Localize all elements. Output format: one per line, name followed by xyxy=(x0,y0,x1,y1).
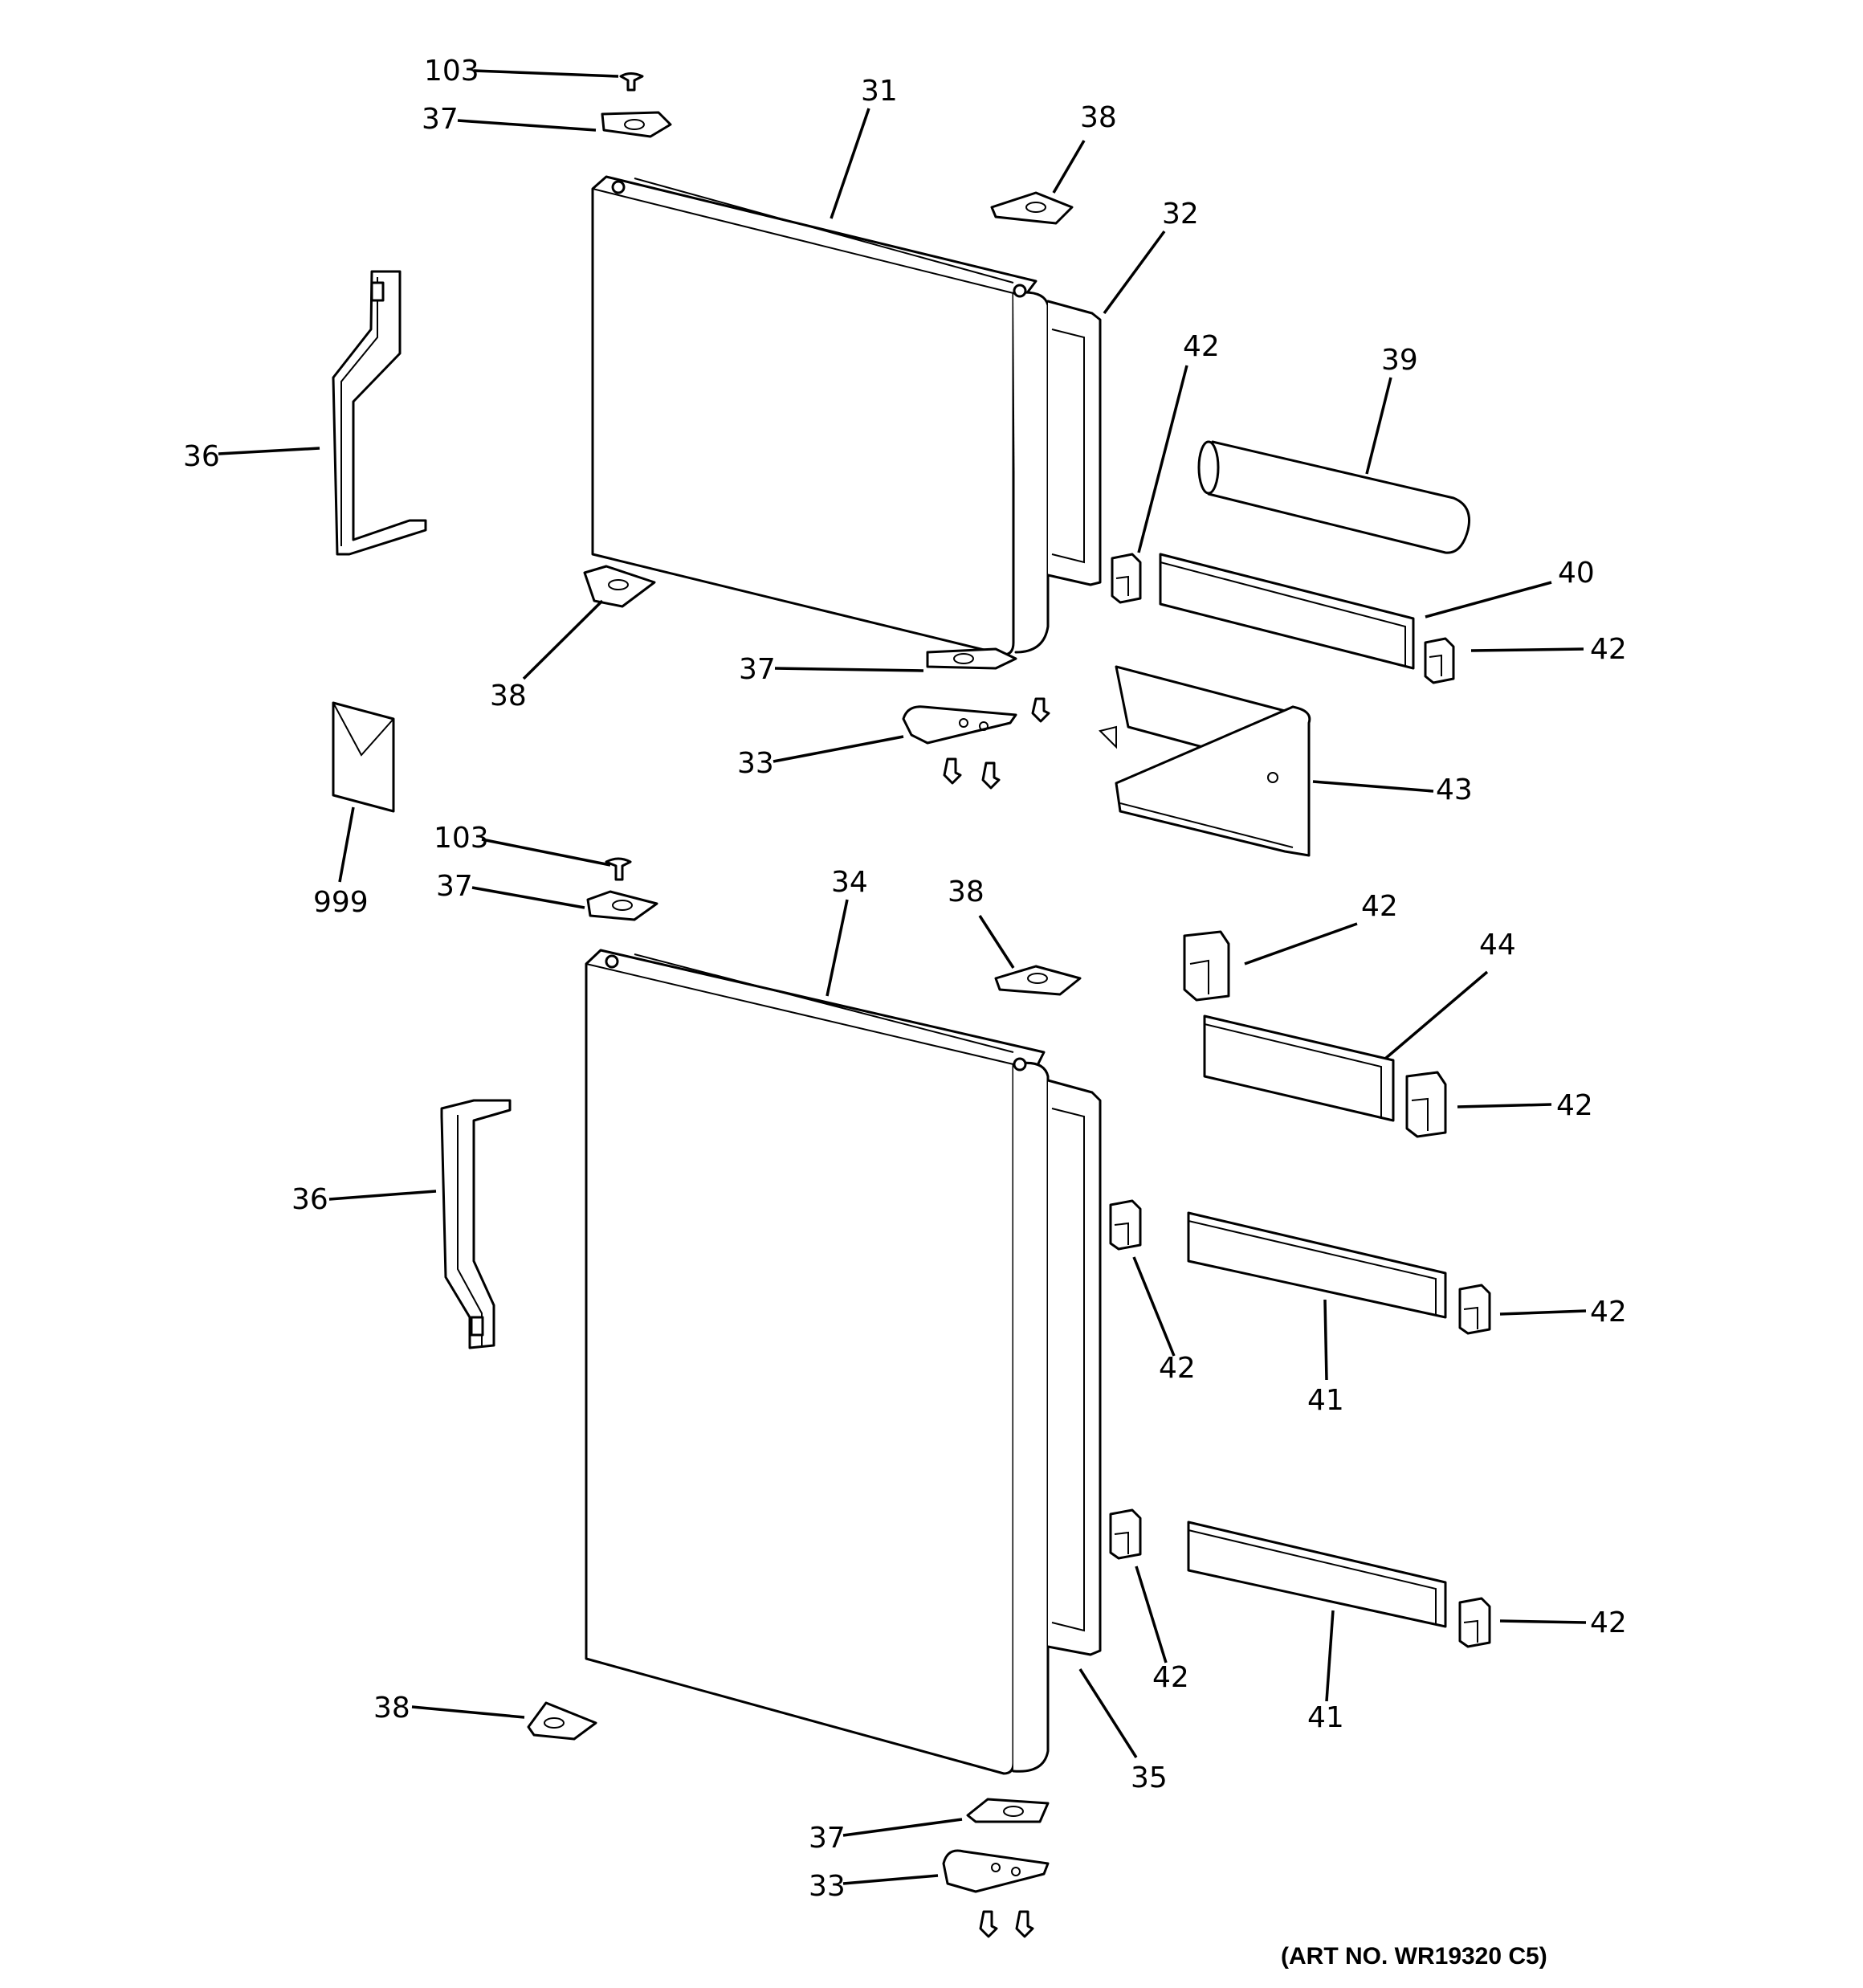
shelf-support-freezer-left xyxy=(1111,553,1142,604)
callout-42: 42 xyxy=(1556,1089,1593,1122)
callout-44: 44 xyxy=(1479,929,1516,961)
hinge-screws-bottom xyxy=(979,1910,1034,1938)
callout-42: 42 xyxy=(1590,633,1627,666)
callout-42: 42 xyxy=(1361,890,1398,923)
fresh-food-door-handle xyxy=(440,1099,512,1349)
leader-lines xyxy=(218,69,1587,1885)
callout-37: 37 xyxy=(422,103,459,136)
callout-42: 42 xyxy=(1590,1606,1627,1639)
shelf-support-44-left xyxy=(1183,930,1230,1002)
bottom-hinge xyxy=(942,1849,1050,1893)
callout-38: 38 xyxy=(1080,101,1117,134)
shelf-support-41-upper-left xyxy=(1109,1199,1142,1251)
callout-32: 32 xyxy=(1162,198,1199,231)
fresh-food-door xyxy=(585,949,1050,1775)
shelf-support-44-right xyxy=(1405,1071,1447,1138)
callout-41: 41 xyxy=(1307,1701,1344,1734)
callout-38: 38 xyxy=(948,876,984,908)
hinge-screws-center xyxy=(943,697,1050,790)
callout-labels: 103 37 31 38 32 36 42 39 40 42 38 37 33 … xyxy=(183,55,1627,1903)
center-hinge xyxy=(902,705,1017,745)
shelf-41-upper xyxy=(1187,1211,1447,1319)
callout-40: 40 xyxy=(1558,557,1595,590)
callout-34: 34 xyxy=(831,866,868,899)
shelf-support-41-lower-left xyxy=(1109,1508,1142,1560)
shelf-support-41-upper-right xyxy=(1458,1284,1491,1335)
callout-35: 35 xyxy=(1131,1761,1168,1794)
art-number: (ART NO. WR19320 C5) xyxy=(1281,1943,1547,1970)
fresh-food-door-gasket xyxy=(1046,1079,1102,1656)
callout-37: 37 xyxy=(739,653,776,686)
callout-33: 33 xyxy=(809,1870,846,1903)
callout-103: 103 xyxy=(424,55,479,88)
shelf-41-lower xyxy=(1187,1521,1447,1628)
freezer-door xyxy=(591,175,1050,656)
top-hinge-pin-fresh xyxy=(605,857,632,881)
shelf-43 xyxy=(1099,665,1311,857)
callout-31: 31 xyxy=(861,75,898,108)
top-hinge-pin-freezer xyxy=(619,72,644,92)
callout-999: 999 xyxy=(313,886,369,919)
callout-43: 43 xyxy=(1436,774,1473,806)
callout-39: 39 xyxy=(1381,344,1418,377)
callout-38: 38 xyxy=(373,1692,410,1725)
freezer-door-gasket xyxy=(1046,300,1102,586)
callout-42: 42 xyxy=(1159,1352,1196,1385)
freezer-door-handle xyxy=(332,270,427,556)
literature-packet xyxy=(332,701,395,813)
hinge-shim-fresh-top-left xyxy=(586,890,658,921)
hinge-shim-fresh-top-right xyxy=(994,965,1082,996)
hinge-shim-fresh-bottom xyxy=(966,1798,1050,1823)
freezer-door-rack-39 xyxy=(1197,440,1470,554)
callout-41: 41 xyxy=(1307,1384,1344,1417)
callout-42: 42 xyxy=(1590,1296,1627,1329)
hinge-shim-top-left xyxy=(601,111,672,138)
callout-33: 33 xyxy=(737,747,774,780)
callout-42: 42 xyxy=(1183,330,1220,363)
callout-42: 42 xyxy=(1152,1661,1189,1694)
callout-37: 37 xyxy=(809,1822,846,1855)
shelf-44 xyxy=(1203,1014,1395,1122)
shelf-40 xyxy=(1159,553,1415,670)
shelf-support-41-lower-right xyxy=(1458,1597,1491,1648)
hinge-shim-fresh-bottom-left xyxy=(527,1701,597,1741)
callout-103: 103 xyxy=(434,822,489,855)
callout-38: 38 xyxy=(490,680,527,712)
hinge-shim-top-right xyxy=(990,191,1074,225)
shelf-support-freezer-right xyxy=(1424,637,1455,684)
center-hinge-shim xyxy=(926,647,1017,670)
hinge-shim-freezer-bottom xyxy=(583,565,656,608)
callout-36: 36 xyxy=(183,440,220,473)
callout-36: 36 xyxy=(291,1183,328,1216)
callout-37: 37 xyxy=(436,870,473,903)
